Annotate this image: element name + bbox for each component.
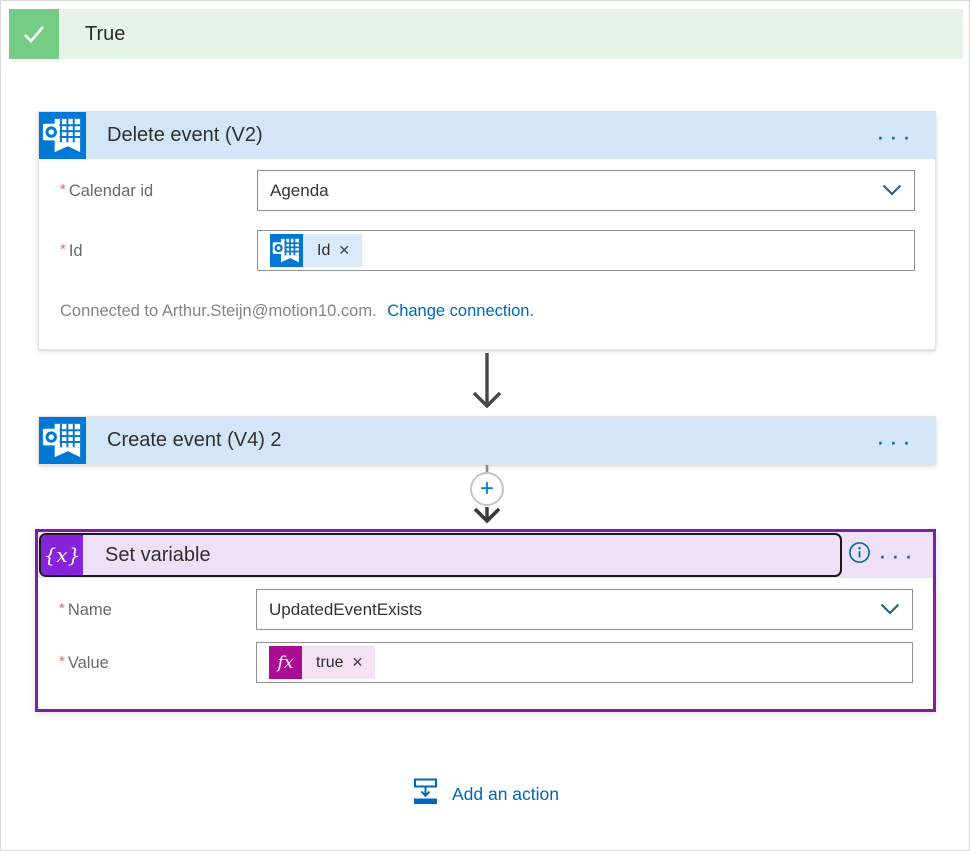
- required-marker: *: [59, 599, 65, 617]
- create-event-card-title: Create event (V4) 2: [107, 429, 282, 451]
- insert-step-button[interactable]: +: [470, 472, 504, 506]
- create-event-card-header[interactable]: Create event (V4) 2 ...: [39, 417, 935, 464]
- id-row: * Id: [39, 230, 935, 271]
- value-input[interactable]: fx true ✕: [256, 642, 913, 683]
- calendar-id-label: *Calendar id: [60, 180, 154, 200]
- outlook-calendar-icon: [270, 234, 303, 267]
- chevron-down-icon: [882, 181, 902, 201]
- required-marker: *: [59, 652, 65, 670]
- dynamic-content-token-id[interactable]: Id ✕: [270, 234, 363, 267]
- delete-event-card: Delete event (V2) ... *Calendar id Agend…: [38, 111, 936, 350]
- variable-icon: {x}: [41, 535, 83, 575]
- name-dropdown[interactable]: UpdatedEventExists: [256, 589, 913, 630]
- delete-event-card-title: Delete event (V2): [107, 124, 263, 146]
- condition-true-branch-header[interactable]: True: [9, 9, 963, 59]
- fx-expression-icon: fx: [269, 646, 302, 679]
- set-variable-card: {x} Set variable ... *Name UpdatedEventE…: [35, 529, 936, 712]
- connection-info: Connected to Arthur.Steijn@motion10.com.…: [60, 302, 534, 321]
- chevron-down-icon: [880, 600, 900, 620]
- set-variable-card-header: {x} Set variable ...: [38, 532, 933, 578]
- branch-label: True: [85, 22, 126, 45]
- outlook-calendar-icon: [39, 112, 86, 159]
- set-variable-selected-header[interactable]: {x} Set variable: [39, 533, 842, 577]
- token-label: true: [316, 653, 344, 671]
- id-label: *Id: [60, 240, 83, 260]
- connector-arrowhead: [473, 507, 501, 524]
- value-label: *Value: [59, 652, 109, 672]
- calendar-id-row: *Calendar id Agenda: [39, 170, 935, 211]
- insert-action-icon: [411, 777, 440, 811]
- name-row: *Name UpdatedEventExists: [38, 589, 933, 630]
- more-menu-icon[interactable]: ...: [877, 544, 917, 563]
- set-variable-card-title: Set variable: [105, 543, 211, 566]
- token-label: Id: [317, 241, 331, 259]
- required-marker: *: [60, 180, 66, 198]
- create-event-card: Create event (V4) 2 ...: [38, 416, 936, 465]
- id-input[interactable]: Id ✕: [257, 230, 915, 271]
- remove-token-icon[interactable]: ✕: [338, 242, 351, 258]
- required-marker: *: [60, 240, 66, 258]
- connector-arrow: [472, 353, 502, 409]
- outlook-calendar-icon: [39, 417, 86, 464]
- name-label: *Name: [59, 599, 112, 619]
- value-row: *Value fx true ✕: [38, 642, 933, 683]
- expression-token-true[interactable]: fx true ✕: [269, 646, 376, 679]
- more-menu-icon[interactable]: ...: [875, 430, 915, 449]
- connected-text: Connected to Arthur.Steijn@motion10.com.: [60, 302, 377, 320]
- add-action-label: Add an action: [451, 783, 560, 804]
- checkmark-icon: [9, 9, 59, 59]
- add-action-button[interactable]: Add an action: [411, 777, 559, 811]
- change-connection-link[interactable]: Change connection.: [387, 302, 535, 320]
- delete-event-card-header[interactable]: Delete event (V2) ...: [39, 112, 935, 159]
- calendar-id-value: Agenda: [270, 180, 329, 200]
- remove-token-icon[interactable]: ✕: [351, 654, 364, 670]
- more-menu-icon[interactable]: ...: [875, 125, 915, 144]
- name-value: UpdatedEventExists: [269, 599, 423, 619]
- info-icon[interactable]: [848, 541, 871, 569]
- calendar-id-dropdown[interactable]: Agenda: [257, 170, 915, 211]
